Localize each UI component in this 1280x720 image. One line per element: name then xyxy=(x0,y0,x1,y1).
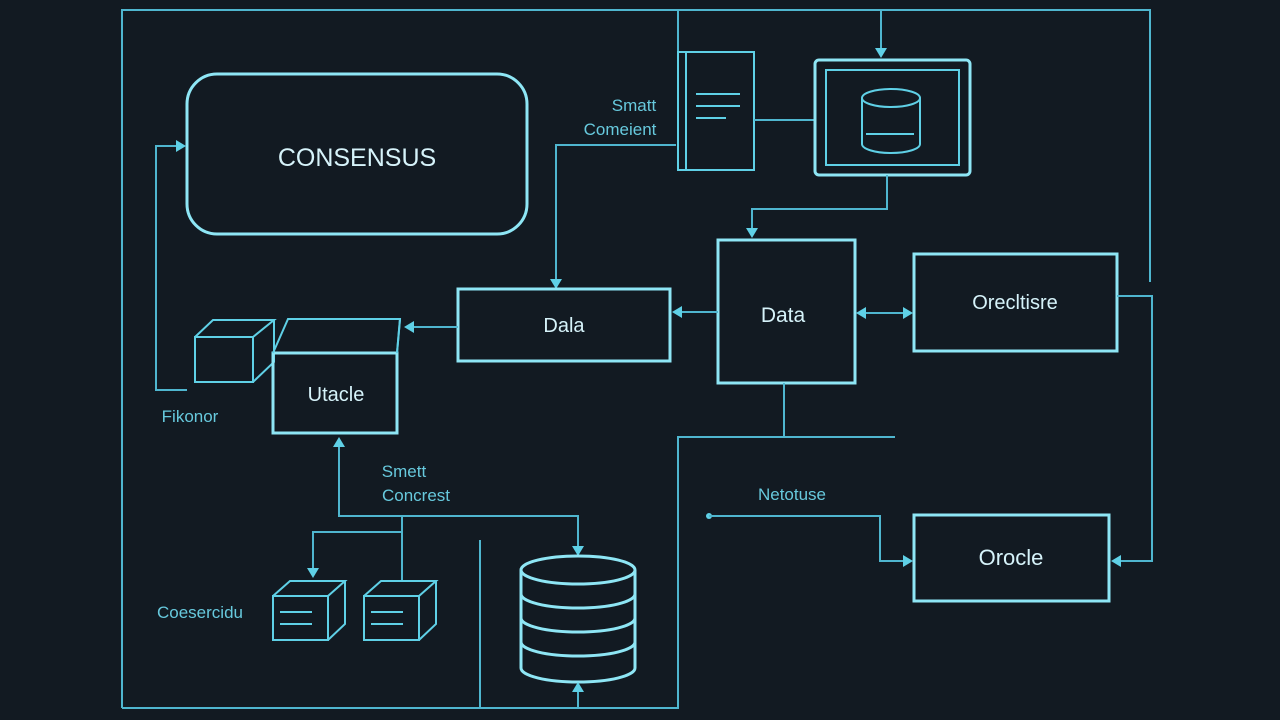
oracle-left-node[interactable]: Utacle xyxy=(271,318,402,435)
consensus-small-label: Coesercidu xyxy=(157,603,243,622)
connector-network-to-oracle xyxy=(706,513,913,567)
data-middle-node[interactable]: Dala xyxy=(456,287,672,363)
oracle-left-label: Utacle xyxy=(308,384,365,406)
connector-data-oracle-right xyxy=(856,307,913,319)
database-stack-icon[interactable] xyxy=(519,554,637,684)
connector-top-to-monitor xyxy=(875,10,887,58)
connector-dala-to-utacle xyxy=(404,321,458,333)
svg-text:Comeient: Comeient xyxy=(584,120,657,139)
consensus-label: CONSENSUS xyxy=(278,144,436,172)
oracle-bottom-node[interactable]: Orocle xyxy=(912,513,1111,603)
svg-text:Smett: Smett xyxy=(382,462,427,481)
firmer-label: Fikonor xyxy=(162,407,219,426)
consensus-node[interactable]: CONSENSUS xyxy=(185,72,529,236)
svg-text:Smatt: Smatt xyxy=(612,96,657,115)
network-label: Netotuse xyxy=(758,485,826,504)
connector-contract-to-dala xyxy=(550,144,676,289)
smart-contract-top-label: Smatt Comeient xyxy=(584,96,657,139)
cube-icon xyxy=(194,319,277,383)
data-center-label: Data xyxy=(761,304,806,327)
data-center-node[interactable]: Data xyxy=(716,238,857,385)
smart-contract-mid-label: Smett Concrest xyxy=(382,462,450,505)
storage-box-icon-2 xyxy=(363,580,439,641)
server-icon xyxy=(677,51,755,171)
outer-frame xyxy=(121,9,1151,708)
connector-bottom-network xyxy=(122,383,895,709)
connector-db-bottom xyxy=(572,682,584,708)
oracle-bottom-label: Orocle xyxy=(979,545,1044,570)
oracle-right-node[interactable]: Orecltisre xyxy=(912,252,1119,353)
svg-text:Concrest: Concrest xyxy=(382,486,450,505)
connector-oracle-right-to-bottom xyxy=(1111,295,1153,567)
data-middle-label: Dala xyxy=(543,315,585,337)
storage-box-icon xyxy=(272,580,348,641)
connector-firmer-to-consensus xyxy=(155,140,187,391)
oracle-right-label: Orecltisre xyxy=(972,292,1058,314)
connector-monitor-to-data xyxy=(746,175,888,238)
connector-utacle-bus xyxy=(307,437,584,580)
monitor-database-icon[interactable] xyxy=(813,58,972,177)
connector-data-to-dala xyxy=(672,306,718,318)
